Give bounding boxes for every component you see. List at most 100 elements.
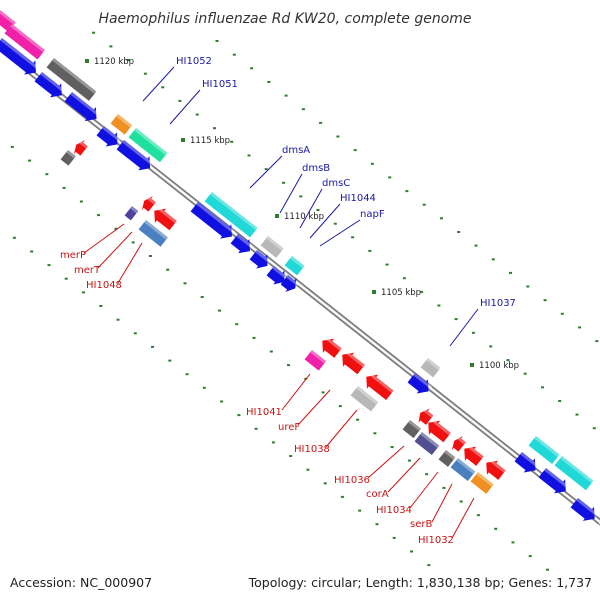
tick-dot: [595, 340, 599, 343]
tick-dot: [235, 323, 239, 326]
gene-shape: [138, 220, 168, 247]
gene-feature: [428, 418, 451, 443]
gene-shape: [266, 266, 285, 285]
gene-shape: [230, 234, 250, 254]
gene-highlight: [456, 436, 466, 445]
tick-dot: [301, 108, 305, 111]
tick-dot: [250, 67, 254, 70]
gene-shape: [402, 420, 421, 439]
gene-feature: [284, 256, 305, 276]
gene-features: [0, 10, 599, 521]
gene-feature: [418, 408, 434, 425]
label-leader-line: [451, 497, 475, 539]
tick-dot: [316, 209, 320, 211]
tick-dot: [546, 568, 549, 571]
tick-dot: [575, 413, 579, 416]
tick-dot: [28, 159, 32, 162]
tick-dot: [220, 400, 224, 403]
forward-gene-label: dmsC: [322, 178, 350, 189]
gene-feature: [0, 38, 40, 75]
tick-dot: [237, 414, 241, 417]
gene-highlight: [196, 202, 236, 235]
tick-dot: [254, 427, 258, 430]
tick-dot: [388, 176, 392, 179]
gene-highlight: [422, 408, 434, 418]
tick-dot: [405, 190, 409, 193]
tick-dot: [264, 168, 268, 171]
gene-shape: [46, 58, 97, 101]
gene-feature: [46, 58, 97, 101]
gene-feature: [96, 125, 122, 147]
genome-summary-text: Topology: circular; Length: 1,830,138 bp…: [248, 575, 592, 590]
tick-dot: [420, 290, 424, 293]
label-leader-line: [319, 219, 361, 247]
gene-feature: [451, 436, 466, 452]
gene-highlight: [236, 234, 254, 249]
tick-dot: [12, 236, 16, 239]
gene-highlight: [544, 468, 570, 489]
gene-feature: [110, 114, 133, 135]
tick-mark: [470, 363, 474, 367]
gene-shape: [128, 128, 168, 163]
tick-dot: [494, 527, 498, 530]
tick-dot: [457, 231, 461, 233]
gene-highlight: [130, 206, 139, 214]
gene-highlight: [444, 450, 456, 460]
tick-dot: [47, 264, 51, 267]
tick-dot: [358, 509, 362, 512]
label-leader-line: [83, 223, 125, 254]
gene-feature: [366, 372, 394, 401]
gene-highlight: [488, 458, 506, 473]
label-leader-line: [367, 445, 405, 479]
gene-shape: [73, 140, 88, 156]
tick-dot: [213, 127, 216, 130]
tick-dot: [425, 473, 429, 476]
tick-dot: [282, 181, 285, 184]
tick-mark: [181, 138, 185, 142]
tick-dot: [338, 405, 342, 408]
forward-gene-label: dmsA: [282, 145, 310, 156]
tick-dot: [541, 386, 544, 389]
gene-feature: [60, 150, 76, 166]
tick-dot: [252, 336, 256, 339]
gene-shape: [464, 446, 484, 466]
gene-feature: [4, 24, 45, 60]
tick-dot: [489, 345, 493, 348]
gene-shape: [34, 72, 62, 98]
gene-highlight: [272, 266, 289, 280]
gene-shape: [570, 498, 595, 521]
forward-gene-label: HI1051: [202, 79, 238, 90]
gene-feature: [538, 468, 570, 494]
gene-highlight: [70, 92, 101, 117]
gene-highlight: [78, 140, 88, 149]
reverse-gene-label: HI1048: [86, 280, 122, 291]
label-leader-line: [97, 231, 133, 269]
label-leader-line: [279, 173, 303, 214]
gene-feature: [128, 128, 168, 163]
gene-highlight: [102, 125, 122, 142]
tick-dot: [151, 345, 154, 348]
tick-dot: [287, 364, 290, 367]
tick-dot: [195, 113, 199, 116]
tick-dot: [215, 40, 219, 42]
gene-highlight: [10, 24, 45, 53]
gene-shape: [366, 374, 394, 401]
gene-shape: [96, 126, 118, 147]
tick-dot: [143, 72, 147, 75]
gene-highlight: [266, 236, 284, 251]
tick-dot: [476, 514, 480, 517]
gene-highlight: [144, 220, 168, 240]
tick-dot: [560, 312, 564, 315]
label-leader-line: [117, 242, 143, 284]
gene-highlight: [534, 436, 560, 457]
gene-highlight: [40, 72, 66, 93]
reverse-gene-label: HI1034: [376, 505, 412, 516]
gene-shape: [418, 408, 434, 425]
gene-shape: [141, 196, 156, 212]
tick-dot: [10, 145, 14, 148]
gene-highlight: [0, 10, 16, 25]
tick-dot: [392, 536, 396, 539]
tick-dot: [440, 217, 443, 220]
gene-feature: [407, 373, 433, 394]
label-leader-line: [325, 409, 358, 448]
